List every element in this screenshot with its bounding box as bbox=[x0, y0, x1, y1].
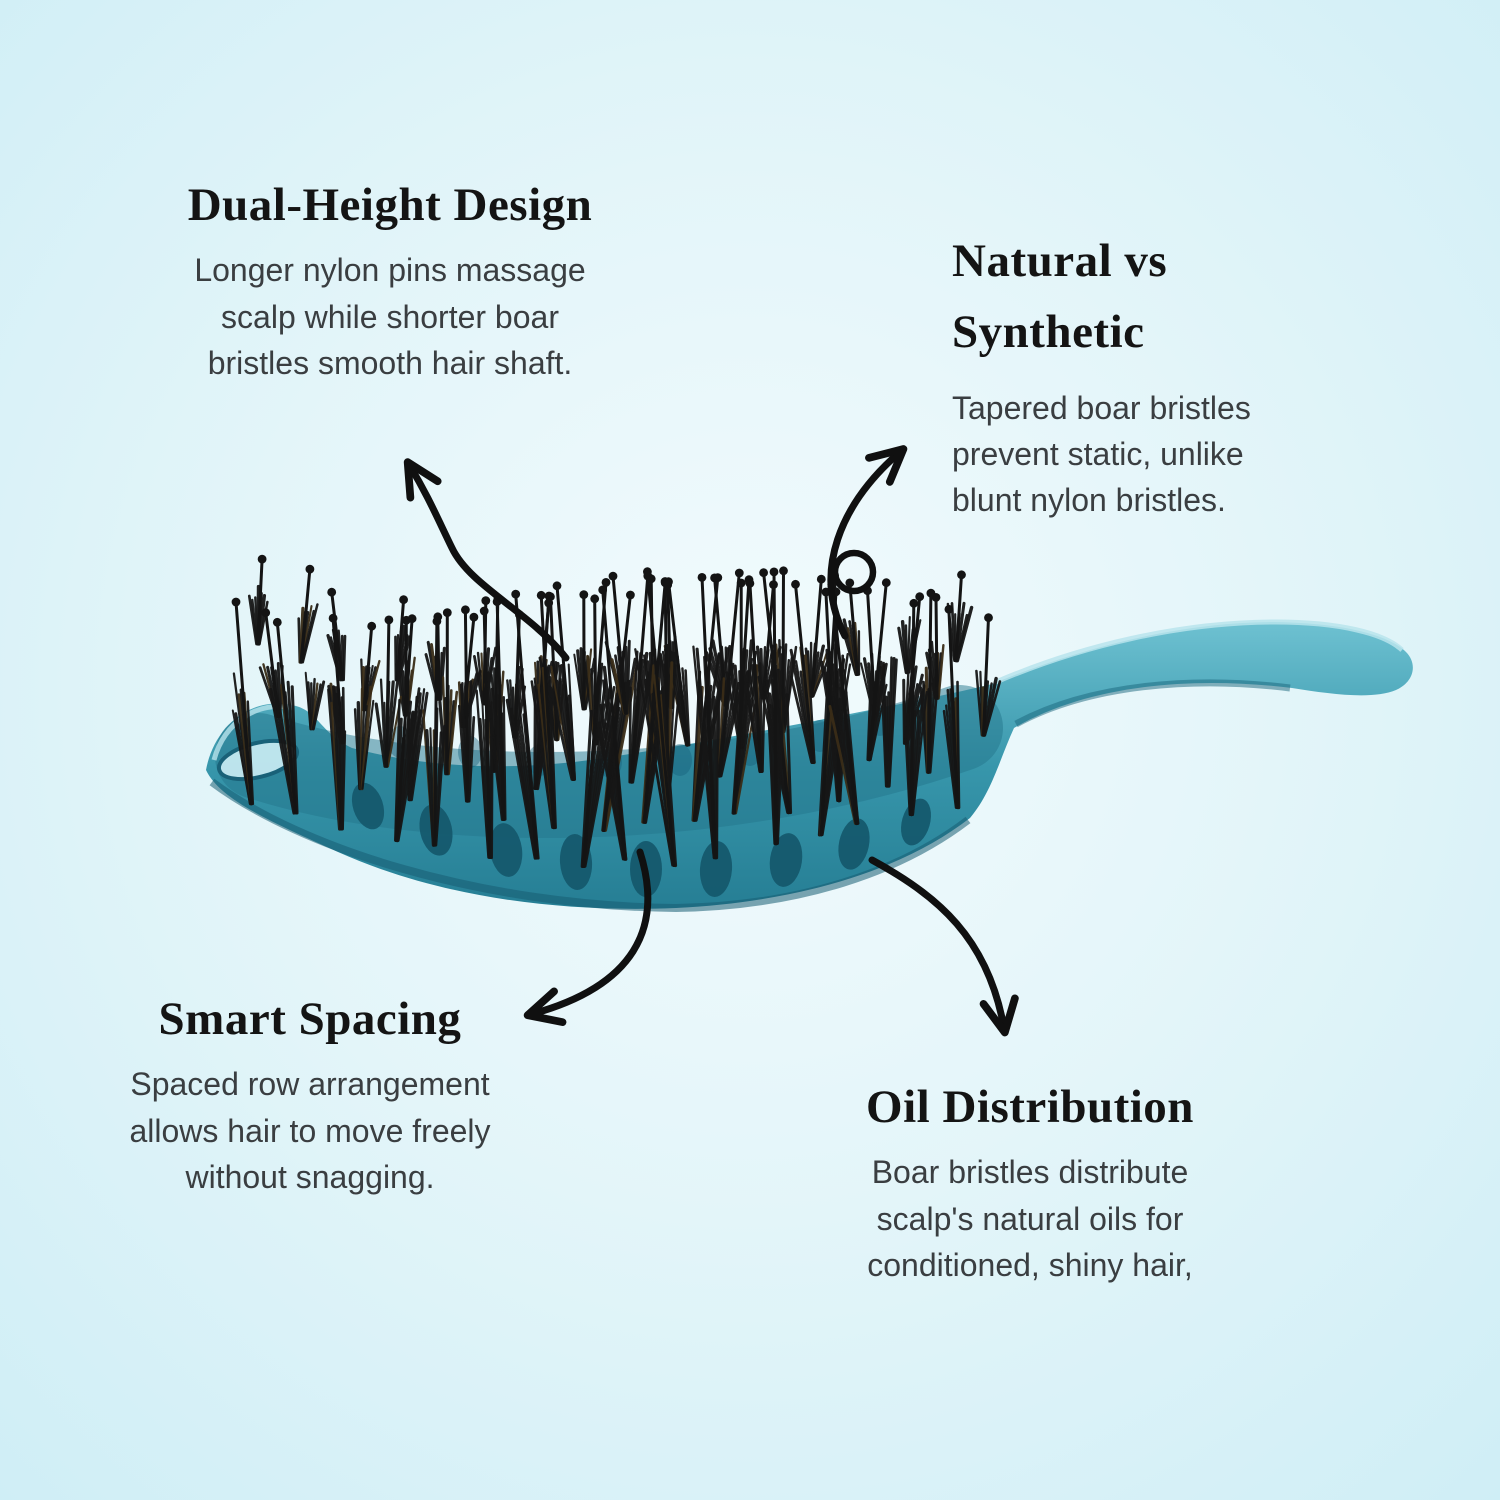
callout-body-line: conditioned, shiny hair, bbox=[867, 1246, 1193, 1283]
callout-body-line: Spaced row arrangement bbox=[130, 1066, 490, 1103]
callout-title: Smart Spacing bbox=[158, 993, 462, 1045]
callout-smart-spacing: Smart Spacing Spaced row arrangement all… bbox=[40, 992, 580, 1200]
callout-body-line: Tapered boar bristles bbox=[952, 390, 1251, 426]
callout-body: Spaced row arrangement allows hair to mo… bbox=[40, 1061, 580, 1199]
callout-title: Oil Distribution bbox=[866, 1081, 1194, 1133]
arrow-loop bbox=[831, 549, 877, 595]
callout-body-line: without snagging. bbox=[185, 1158, 435, 1195]
annotation-arrows bbox=[403, 445, 1019, 1037]
callout-body-line: allows hair to move freely bbox=[129, 1112, 491, 1149]
handle-underside-shade bbox=[1014, 679, 1291, 728]
callout-title-line: Natural vs bbox=[952, 235, 1168, 287]
bristles bbox=[231, 554, 1002, 869]
handle-highlight bbox=[995, 619, 1404, 685]
callout-body-line: scalp's natural oils for bbox=[876, 1200, 1184, 1237]
callout-title-line: Synthetic bbox=[952, 305, 1145, 358]
callout-body-line: Boar bristles distribute bbox=[871, 1154, 1189, 1191]
callout-body: Boar bristles distribute scalp's natural… bbox=[780, 1149, 1280, 1287]
arrow-oil-distribution bbox=[868, 856, 1019, 1037]
arrow-dual-height bbox=[403, 458, 570, 662]
callout-body: Longer nylon pins massage scalp while sh… bbox=[110, 247, 670, 385]
callout-body-line: scalp while shorter boar bbox=[221, 298, 559, 335]
lip-vent-opening bbox=[216, 738, 300, 782]
callout-dual-height: Dual-Height Design Longer nylon pins mas… bbox=[110, 178, 670, 386]
arrow-natural-synthetic bbox=[827, 445, 908, 640]
callout-natural-synthetic: Natural vs Synthetic Tapered boar bristl… bbox=[952, 226, 1392, 523]
callout-body-line: Longer nylon pins massage bbox=[194, 252, 586, 289]
callout-body-line: blunt nylon bristles. bbox=[952, 482, 1226, 519]
callout-title: Natural vs Synthetic bbox=[952, 226, 1392, 367]
arrow-smart-spacing bbox=[523, 848, 652, 1026]
callout-body: Tapered boar bristles prevent static, un… bbox=[952, 385, 1392, 523]
callout-body-line: prevent static, unlike bbox=[952, 436, 1244, 473]
callout-oil-distribution: Oil Distribution Boar bristles distribut… bbox=[780, 1080, 1280, 1288]
callout-title: Dual-Height Design bbox=[187, 179, 593, 231]
callout-body-line: bristles smooth hair shaft. bbox=[207, 344, 573, 381]
